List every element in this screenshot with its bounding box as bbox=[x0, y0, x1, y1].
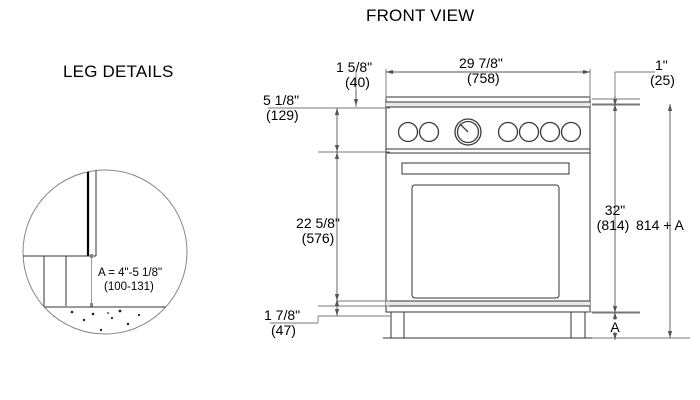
leg-detail-circle bbox=[22, 169, 188, 335]
body-height-label-metric: (814) bbox=[597, 217, 630, 233]
foot-tick-bottom bbox=[90, 303, 93, 307]
right-offset-label-metric: (25) bbox=[650, 72, 675, 88]
left-offset-label-metric: (40) bbox=[345, 74, 370, 90]
dimension-overall-width: 29 7/8" (758) bbox=[385, 55, 591, 99]
total-height-label: 814 + A bbox=[636, 217, 685, 233]
dimension-right-offset: 1" (25) bbox=[592, 57, 675, 107]
leg-dimension-label-metric: (100-131) bbox=[104, 281, 154, 293]
right-offset-label-imperial: 1" bbox=[655, 57, 668, 73]
oven-door-handle[interactable] bbox=[401, 162, 570, 175]
center-dial-pointer bbox=[459, 123, 469, 133]
dimension-left-offset: 1 5/8" (40) bbox=[336, 59, 372, 107]
left-offset-label-imperial: 1 5/8" bbox=[336, 59, 372, 75]
oven-height-label-metric: (576) bbox=[302, 230, 335, 246]
control-knob-group-left[interactable] bbox=[397, 121, 440, 143]
range-legs bbox=[383, 311, 598, 339]
leg-details-title: LEG DETAILS bbox=[63, 62, 174, 81]
front-view-title: FRONT VIEW bbox=[366, 6, 474, 25]
control-knob-2[interactable] bbox=[418, 121, 440, 143]
leg-dimension-label-imperial: A = 4"-5 1/8" bbox=[98, 267, 162, 279]
panel-height-label-metric: (129) bbox=[266, 107, 299, 123]
base-height-label-metric: (47) bbox=[271, 322, 296, 338]
cooktop-band-fill bbox=[386, 102, 590, 107]
base-height-label-imperial: 1 7/8" bbox=[264, 307, 300, 323]
base-trim-fill bbox=[386, 301, 590, 306]
width-label-imperial: 29 7/8" bbox=[459, 55, 503, 71]
body-height-label-imperial: 32" bbox=[605, 202, 626, 218]
dimension-body-height: 32" (814) bbox=[592, 103, 640, 314]
control-knob-group-right[interactable] bbox=[497, 121, 582, 143]
oven-height-label-imperial: 22 5/8" bbox=[296, 215, 340, 231]
oven-door-window bbox=[411, 184, 560, 299]
dimension-base-height: 1 7/8" (47) bbox=[264, 299, 390, 338]
panel-height-label-imperial: 5 1/8" bbox=[263, 92, 299, 108]
control-knob-4[interactable] bbox=[518, 121, 540, 143]
center-dial[interactable] bbox=[454, 118, 482, 146]
range-front-view bbox=[383, 96, 598, 339]
control-knob-6[interactable] bbox=[560, 121, 582, 143]
leg-span-area bbox=[390, 311, 586, 339]
foot-tick-top bbox=[90, 254, 93, 258]
dimension-leg-height-a: A bbox=[588, 311, 640, 340]
control-knob-3[interactable] bbox=[497, 121, 519, 143]
control-knob-5[interactable] bbox=[539, 121, 561, 143]
leg-detail-contents bbox=[23, 170, 187, 334]
dimension-control-panel-height: 5 1/8" (129) bbox=[263, 92, 390, 153]
dimension-oven-height: 22 5/8" (576) bbox=[296, 151, 390, 302]
control-knob-1[interactable] bbox=[397, 121, 419, 143]
dimension-total-height: 814 + A bbox=[592, 104, 690, 339]
leg-a-label: A bbox=[610, 319, 620, 335]
leg-detail-callout: A = 4"-5 1/8" (100-131) bbox=[22, 169, 188, 335]
width-label-metric: (758) bbox=[467, 70, 500, 86]
